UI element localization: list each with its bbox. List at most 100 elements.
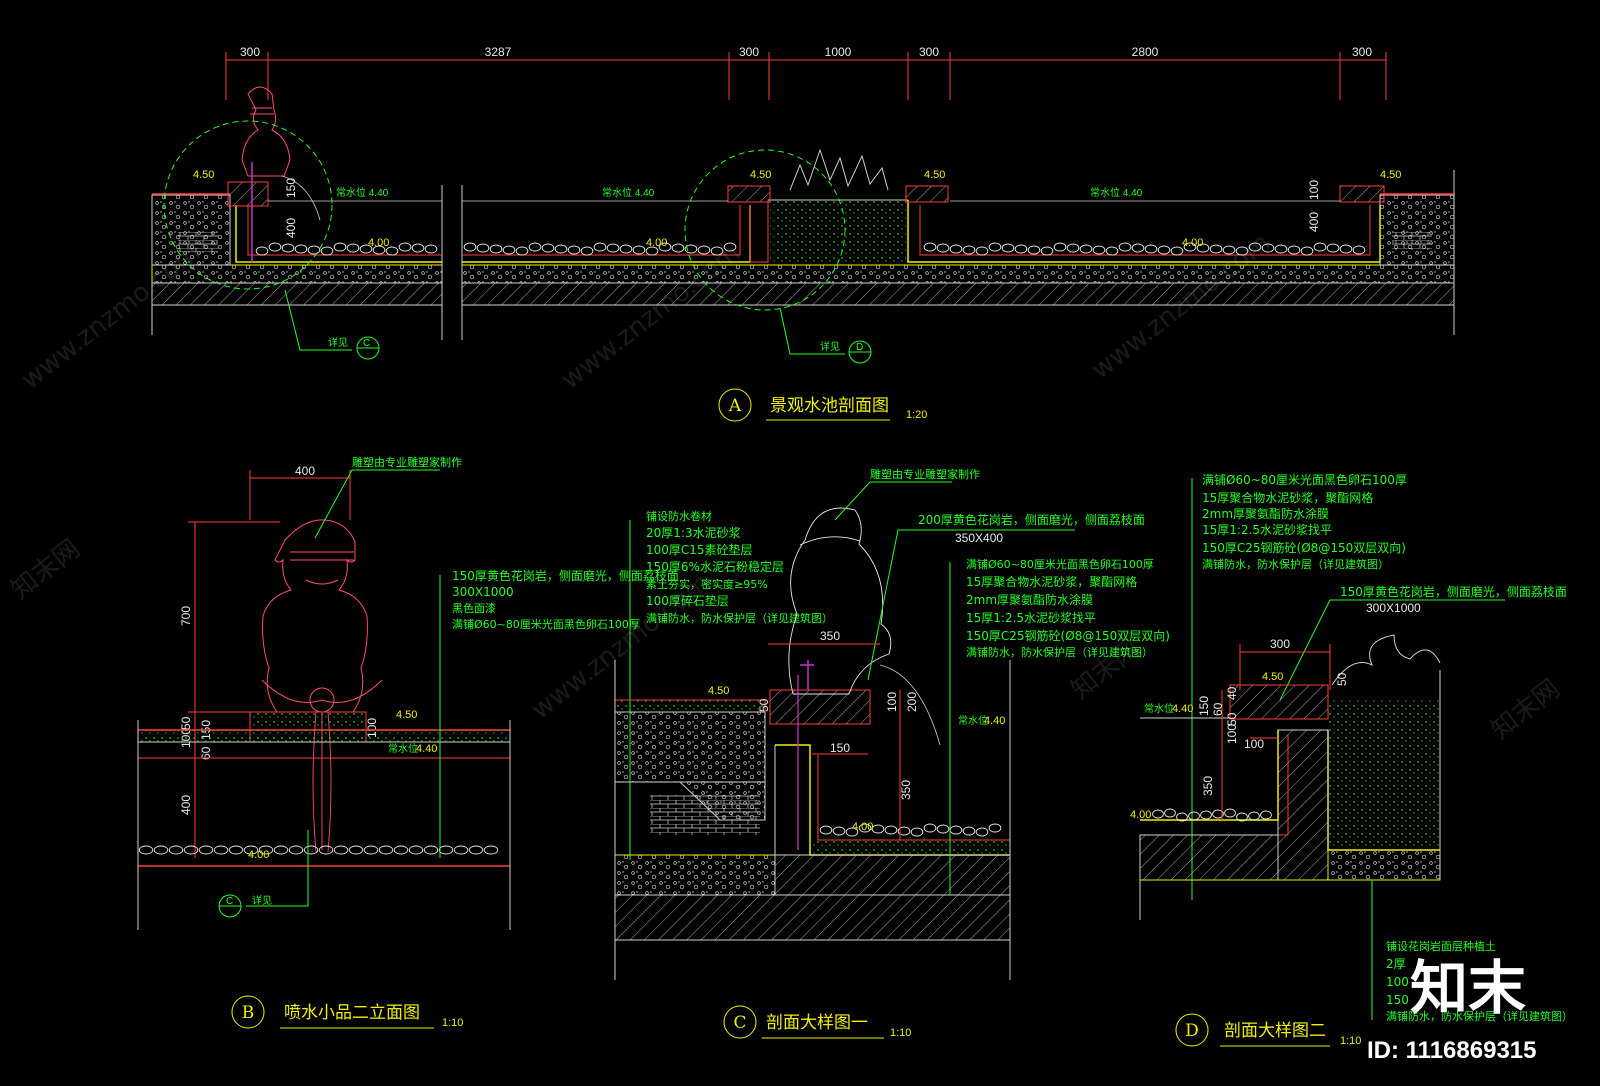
pebble	[268, 242, 282, 252]
pebble	[606, 243, 620, 253]
callout-a-d-id: D	[856, 342, 863, 353]
pebble	[697, 245, 711, 255]
image-id: ID: 1116869315	[1367, 1037, 1537, 1064]
pebble	[632, 245, 646, 255]
dim-d-9: 100	[1225, 724, 1239, 744]
dim-c-3: 100	[885, 692, 899, 712]
level-b-2: 4.40	[416, 743, 437, 755]
brand-logo: 知末	[1410, 954, 1526, 1022]
note-d-right-head: 150厚黄色花岗岩，侧面磨光，侧面荔枝面	[1340, 584, 1567, 599]
side-dim-a-1: 150	[284, 178, 298, 198]
pebble	[988, 823, 1002, 833]
pebbles-c	[819, 823, 1002, 837]
pebble	[168, 845, 184, 855]
watermark-site: www.znzmo.com	[16, 238, 206, 396]
pebble	[936, 243, 950, 253]
level-b-3: 4.00	[248, 849, 269, 861]
pebbles-a	[255, 242, 1366, 256]
pebble	[1248, 811, 1260, 821]
pebble	[1157, 245, 1171, 255]
leader-c-top: 雕塑由专业雕塑家制作	[870, 467, 980, 481]
level-d-1: 4.40	[1172, 703, 1193, 715]
pebble	[153, 845, 169, 855]
pebble	[1209, 244, 1223, 254]
pebble	[411, 243, 425, 253]
dim-d-10: 350	[1201, 776, 1215, 796]
pebble	[333, 242, 347, 252]
note-c-left-2: 20厚1:3水泥砂浆	[646, 525, 741, 540]
coping-stone-d	[1229, 684, 1329, 720]
pebble	[1001, 243, 1015, 253]
watermark-cn: 知末网	[1066, 634, 1146, 706]
note-b-2: 300X1000	[452, 585, 514, 599]
pebble	[1224, 808, 1236, 818]
pebble	[1300, 246, 1314, 256]
pebble	[423, 845, 439, 855]
watermark-cn: 知末网	[1486, 674, 1566, 746]
coping-stone-c	[769, 689, 871, 725]
detail-circle-c	[163, 120, 333, 290]
pebble	[1313, 242, 1327, 252]
title-d: 剖面大样图二	[1224, 1021, 1326, 1041]
note-d-top-3: 2mm厚聚氨酯防水涂膜	[1202, 506, 1329, 521]
dimension-lines-c	[768, 643, 901, 840]
pebble	[1027, 245, 1041, 255]
pebble	[363, 845, 379, 855]
pebble	[528, 242, 542, 252]
pebble	[320, 246, 334, 256]
note-c-left-3: 100厚C15素砼垫层	[646, 542, 753, 557]
pebble	[897, 826, 911, 836]
note-c-left-1: 铺设防水卷材	[646, 509, 712, 523]
pebble	[393, 845, 409, 855]
dim-c-1: 350	[820, 629, 840, 643]
pebble	[288, 845, 304, 855]
pebble	[1079, 244, 1093, 254]
pebble	[1248, 242, 1262, 252]
watermark-site: www.znzmo.com	[1086, 228, 1276, 386]
watermark-cn: 知末网	[6, 534, 86, 606]
title-a: 景观水池剖面图	[770, 396, 889, 416]
note-c-right-5: 150厚C25钢筋砼(Ø8@150双层双向)	[966, 628, 1170, 643]
sculpture-c	[788, 507, 892, 695]
dim-d-3: 50	[1335, 672, 1349, 686]
pebble	[975, 246, 989, 256]
pebble	[281, 243, 295, 253]
pebble	[962, 245, 976, 255]
pebble	[1092, 245, 1106, 255]
note-c-left-6: 100厚碎石垫层	[646, 593, 729, 608]
pebble	[273, 845, 289, 855]
pebble	[580, 246, 594, 256]
pebble	[1260, 810, 1272, 820]
pebble	[1287, 245, 1301, 255]
note-b-1: 150厚黄色花岗岩，侧面磨光，侧面荔枝面	[452, 568, 679, 583]
pebble	[463, 242, 477, 252]
pebble	[858, 823, 872, 833]
pebble	[1274, 244, 1288, 254]
pebble	[1066, 243, 1080, 253]
pebble	[884, 825, 898, 835]
sculpture-a	[241, 86, 291, 177]
note-c-left-4: 150厚6%水泥石粉稳定层	[646, 559, 784, 574]
note-d-top-6: 满铺防水，防水保护层（详见建筑图）	[1202, 557, 1389, 571]
pebble	[567, 245, 581, 255]
dim-b-height-2: 400	[179, 795, 193, 815]
note-c-right-1: 满铺Ø60~80厘米光面黑色卵石100厚	[966, 557, 1154, 571]
pebble	[307, 245, 321, 255]
pebble	[398, 242, 412, 252]
bottom-level-a-1: 4.00	[368, 237, 389, 249]
pebble	[378, 845, 394, 855]
dim-d-6: 60	[1211, 702, 1225, 716]
pebble	[515, 246, 529, 256]
dim-a-2: 3287	[485, 45, 512, 59]
size-d: 300X1000	[1366, 601, 1421, 615]
dim-d-5: 100	[1244, 737, 1264, 751]
note-c-right-2: 15厚聚合物水泥砂浆，聚酯网格	[966, 574, 1137, 589]
pebble	[819, 825, 833, 835]
pebbles-b	[138, 845, 499, 855]
dim-c-4: 200	[905, 692, 919, 712]
pebble	[645, 246, 659, 256]
water-level-a-3: 常水位 4.40	[1090, 186, 1143, 199]
dim-a-1: 300	[240, 45, 260, 59]
title-a-bubble	[718, 388, 752, 422]
pebble	[593, 242, 607, 252]
